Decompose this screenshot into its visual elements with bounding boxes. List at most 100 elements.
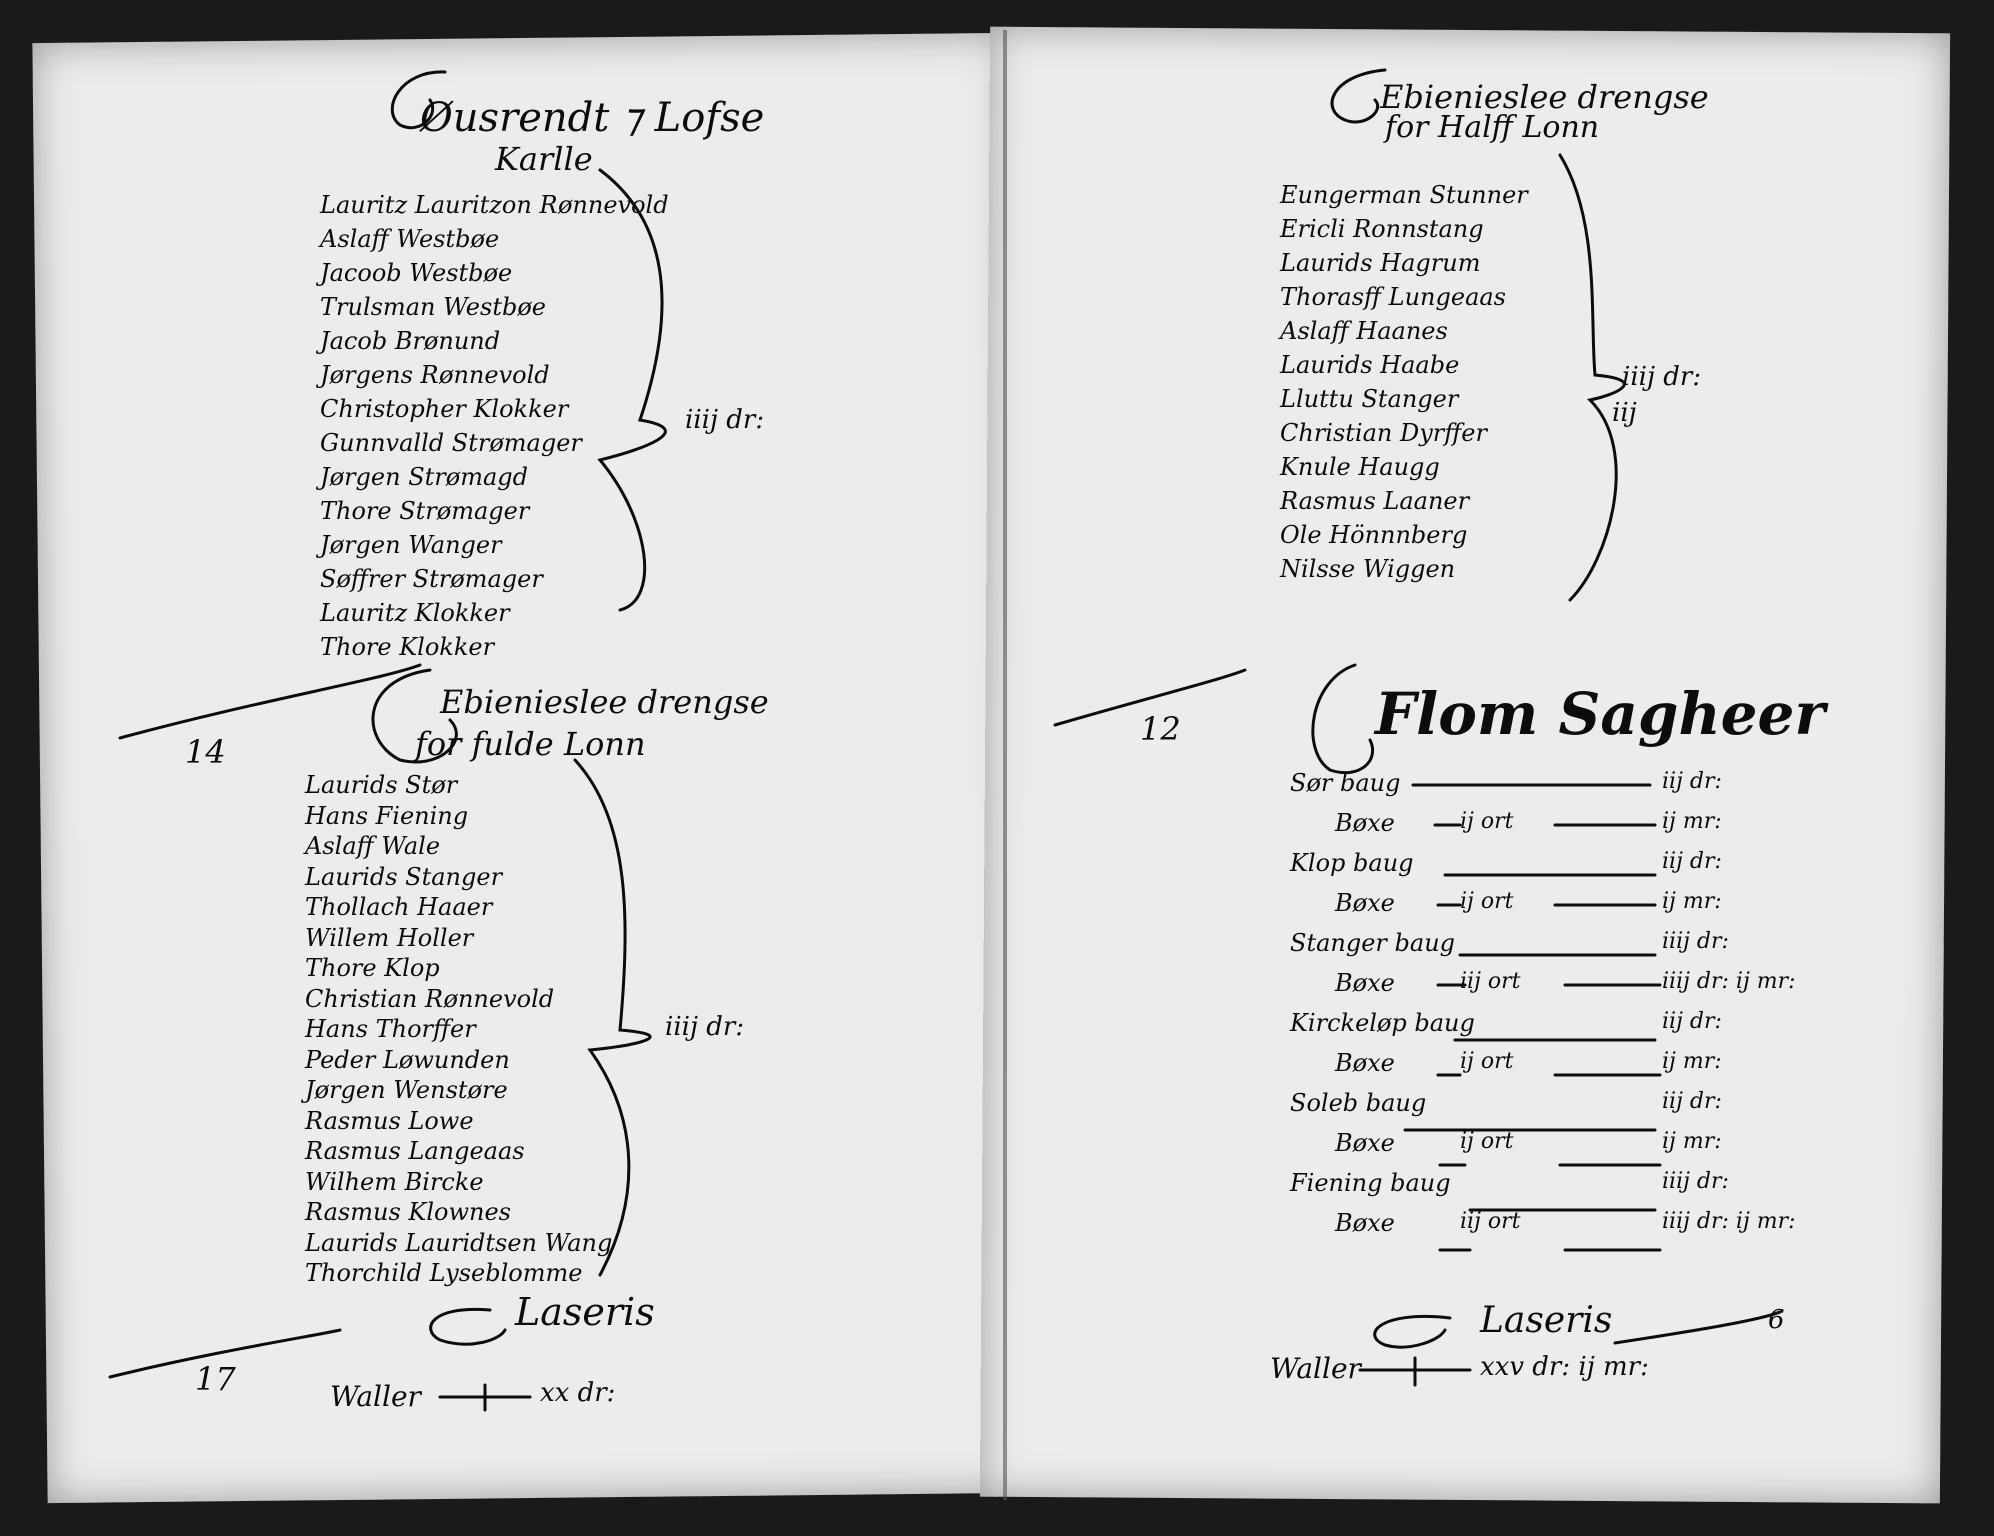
ledger-row: Bøxe ij ort ij mr: [1290, 1045, 1850, 1083]
ledger-row: Kirckeløp baug iij dr: [1290, 1005, 1850, 1043]
right-heading-1-line1: Ebienieslee drengse [1380, 78, 1709, 116]
ledger-row-label: Bøxe [1335, 969, 1395, 997]
name-entry: Ole Hönnnberg [1280, 521, 1468, 549]
ledger-row-label: Bøxe [1335, 1209, 1395, 1237]
flourish-5 [429, 1307, 507, 1346]
name-entry: Knule Haugg [1280, 453, 1440, 481]
ledger-row-label: Bøxe [1335, 809, 1395, 837]
ledger-row-label: Bøxe [1335, 889, 1395, 917]
name-entry: Laurids Haabe [1280, 351, 1460, 379]
ledger-row-label: Bøxe [1335, 1049, 1395, 1077]
ledger-row-amount: iiij dr: ij mr: [1662, 1209, 1796, 1234]
ledger-row-label: Soleb baug [1290, 1089, 1427, 1117]
ledger-row-mid: ij ort [1460, 889, 1514, 914]
name-entry: Gunnvalld Strømager [320, 429, 582, 457]
name-entry: Jørgens Rønnevold [320, 361, 550, 389]
name-entry: Laurids Lauridtsen Wang [305, 1228, 613, 1257]
right-heading-3: Laseris [1480, 1300, 1613, 1341]
name-entry: Hans Thorffer [305, 1015, 476, 1043]
ledger-row: Klop baug iij dr: [1290, 845, 1850, 883]
name-entry: Thore Klop [305, 954, 440, 982]
name-entry: Søffrer Strømager [320, 565, 543, 593]
name-entry: Jørgen Strømagd [320, 463, 528, 491]
name-entry: Aslaff Westbøe [320, 225, 500, 253]
name-entry: Aslaff Wale [305, 832, 441, 860]
left-bracket-amount-1: iiij dr: [685, 405, 765, 435]
ledger-row-amount: iij dr: [1662, 769, 1722, 794]
left-waller-value: xx dr: [540, 1378, 616, 1408]
right-margin-mark: 6 [1768, 1305, 1785, 1335]
left-heading-1-line2: Karlle [495, 140, 593, 178]
name-entry: Thorasff Lungeaas [1280, 283, 1506, 311]
flourish-6 [1373, 1315, 1452, 1349]
ledger-row-label: Klop baug [1290, 849, 1414, 877]
ledger-row-mid: iij ort [1460, 969, 1521, 994]
right-heading-1-line2: for Halff Lonn [1385, 110, 1600, 145]
name-entry: Laurids Stanger [305, 862, 503, 891]
ledger-row-amount: iij dr: [1662, 1009, 1722, 1034]
ledger-row-mid: iij ort [1460, 1209, 1521, 1234]
left-heading-2-line2: for fulde Lonn [415, 725, 646, 763]
name-entry: Jacoob Westbøe [320, 259, 513, 287]
name-entry: Peder Løwunden [305, 1045, 510, 1074]
right-bracket-amount-1b: iij [1612, 398, 1637, 428]
flourish-3 [1330, 68, 1387, 124]
ledger-row: Fiening baug iiij dr: [1290, 1165, 1850, 1203]
left-heading-3: Laseris [515, 1290, 655, 1334]
left-margin-number-1: 14 [185, 733, 226, 771]
waller-line-left [438, 1383, 532, 1412]
right-waller-value: xxv dr: ij mr: [1480, 1352, 1649, 1382]
name-entry: Aslaff Haanes [1280, 317, 1448, 345]
name-entry: Eungerman Stunner [1280, 181, 1528, 209]
name-entry: Thorchild Lyseblomme [305, 1259, 583, 1287]
ledger-row-label: Kirckeløp baug [1290, 1009, 1475, 1037]
ledger-row-amount: ij mr: [1662, 1129, 1722, 1154]
ledger-row-amount: ij mr: [1662, 1049, 1722, 1074]
name-entry: Jacob Brønund [320, 327, 501, 355]
waller-line-right [1358, 1356, 1472, 1387]
name-entry: Wilhem Bircke [305, 1167, 484, 1196]
ledger-row-mid: ij ort [1460, 1049, 1514, 1074]
left-bracket-2 [573, 758, 652, 1277]
name-entry: Rasmus Langeaas [305, 1137, 525, 1165]
name-entry: Lluttu Stanger [1280, 385, 1459, 413]
name-entry: Nilsse Wiggen [1280, 555, 1456, 583]
left-waller-label: Waller [330, 1380, 421, 1413]
ledger-row-mid: ij ort [1460, 809, 1514, 834]
right-bracket-1 [1558, 153, 1626, 602]
ledger-row-mid: ij ort [1460, 1129, 1514, 1154]
right-waller-label: Waller [1270, 1352, 1361, 1385]
name-entry: Thollach Haaer [305, 893, 493, 921]
ledger-row-amount: iij dr: [1662, 849, 1722, 874]
right-margin-number: 12 [1140, 710, 1181, 748]
name-entry: Willem Holler [305, 923, 474, 952]
name-entry: Hans Fiening [305, 801, 469, 830]
ledger-row-label: Fiening baug [1290, 1169, 1451, 1197]
ledger-row-amount: iiij dr: [1662, 1169, 1729, 1194]
name-entry: Trulsman Westbøe [320, 293, 546, 321]
left-heading-1-line1: Øusrendt ⁊ Lofse [420, 95, 765, 141]
right-rule-2 [1613, 1310, 1782, 1345]
name-entry: Christian Dyrffer [1280, 419, 1487, 447]
name-entry: Lauritz Lauritzon Rønnevold [320, 191, 669, 219]
name-entry: Ericli Ronnstang [1280, 215, 1484, 243]
right-rule-1 [1053, 668, 1247, 727]
ledger-row-label: Stanger baug [1290, 929, 1456, 957]
left-margin-number-2: 17 [195, 1360, 236, 1398]
book-gutter [1003, 30, 1007, 1500]
name-entry: Laurids Hagrum [1280, 249, 1481, 277]
left-bracket-1 [597, 168, 667, 612]
name-entry: Rasmus Lowe [305, 1106, 474, 1135]
ledger-row: Bøxe iij ort iiij dr: ij mr: [1290, 1205, 1850, 1243]
flourish-1 [390, 70, 447, 130]
flourish-4 [1311, 663, 1375, 775]
name-entry: Thore Strømager [320, 497, 530, 525]
